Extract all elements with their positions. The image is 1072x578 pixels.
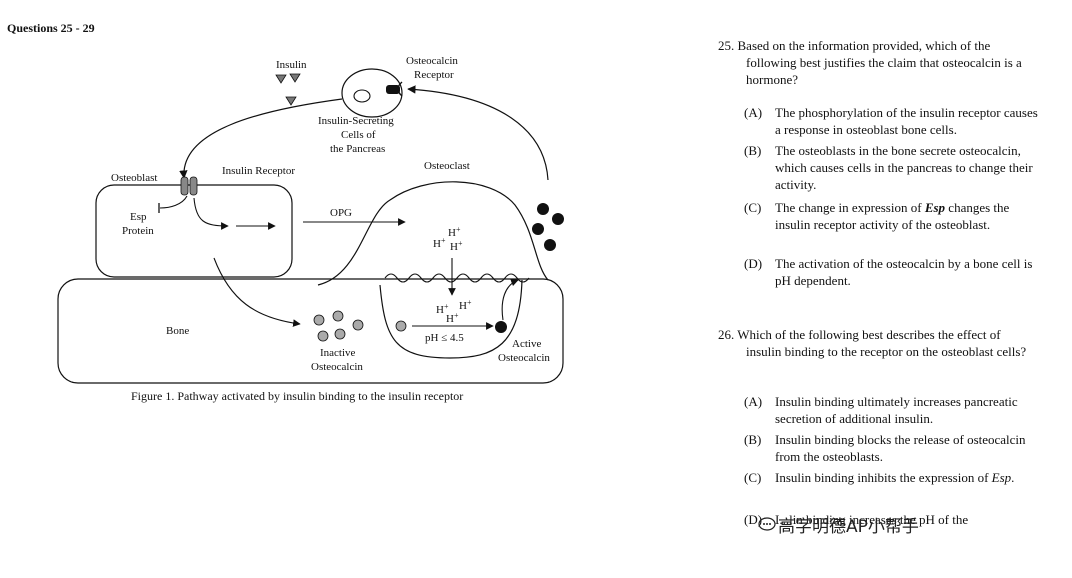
active-osteocalcin-dot	[552, 213, 564, 225]
question-stem: Which of the following best describes th…	[737, 327, 1027, 359]
label-inactive-osteocalcin: Osteocalcin	[311, 361, 363, 373]
question-number: 26.	[718, 327, 735, 342]
option-26-d[interactable]: (D) I...lin binding increases the pH of …	[744, 511, 1044, 528]
watermark-brand: 高字明德AP小帮手	[778, 517, 919, 537]
label-pancreas-cells: Insulin-Secreting	[318, 115, 394, 127]
option-letter: (C)	[744, 200, 762, 215]
option-text: The change in expression of Esp changes …	[775, 200, 1010, 232]
inactive-osteocalcin-dot	[313, 314, 325, 326]
option-letter: (D)	[744, 256, 763, 271]
insulin-triangle-icon	[285, 96, 297, 106]
option-letter: (B)	[744, 143, 762, 158]
label-esp: Protein	[122, 225, 154, 237]
label-osteocalcin-receptor: Receptor	[414, 69, 454, 81]
label-osteocalcin-receptor: Osteocalcin	[406, 55, 458, 67]
option-26-b[interactable]: (B) Insulin binding blocks the release o…	[744, 431, 1044, 465]
option-text: The activation of the osteocalcin by a b…	[775, 256, 1033, 288]
active-osteocalcin-dot	[532, 223, 544, 235]
inactive-osteocalcin-dot	[332, 310, 344, 322]
option-text: Insulin binding ultimately increases pan…	[775, 394, 1018, 426]
bone-region	[57, 278, 564, 384]
ruffled-border	[384, 273, 530, 283]
inactive-osteocalcin-dot	[317, 330, 329, 342]
option-25-b[interactable]: (B) The osteoblasts in the bone secrete …	[744, 142, 1044, 193]
option-text: The osteoblasts in the bone secrete oste…	[775, 143, 1033, 192]
option-text: Insulin binding inhibits the expression …	[775, 470, 1015, 485]
option-text: The phosphorylation of the insulin recep…	[775, 105, 1038, 137]
label-pancreas-cells: the Pancreas	[330, 143, 385, 155]
figure-caption: Figure 1. Pathway activated by insulin b…	[131, 389, 464, 403]
section-header: Questions 25 - 29	[7, 21, 95, 35]
label-opg: OPG	[330, 207, 352, 219]
option-text: Insulin binding blocks the release of os…	[775, 432, 1026, 464]
question-26: 26. Which of the following best describe…	[718, 326, 1038, 360]
inactive-osteocalcin-dot	[352, 319, 364, 331]
label-osteoclast: Osteoclast	[424, 160, 470, 172]
option-text: I...lin binding increases the pH of the	[775, 512, 969, 527]
resorption-pit	[379, 279, 523, 359]
question-stem: Based on the information provided, which…	[737, 38, 1022, 87]
option-25-c[interactable]: (C) The change in expression of Esp chan…	[744, 199, 1044, 233]
label-esp: Esp	[130, 211, 147, 223]
insulin-triangle-icon	[275, 74, 287, 84]
osteocalcin-receptor-icon	[386, 85, 400, 94]
label-ph: pH ≤ 4.5	[425, 332, 464, 344]
osteoclast-cell	[317, 181, 549, 286]
label-active-osteocalcin: Osteocalcin	[498, 352, 550, 364]
label-pancreas-cells: Cells of	[341, 129, 376, 141]
label-insulin-receptor: Insulin Receptor	[222, 165, 295, 177]
option-25-a[interactable]: (A) The phosphorylation of the insulin r…	[744, 104, 1044, 138]
option-25-d[interactable]: (D) The activation of the osteocalcin by…	[744, 255, 1044, 289]
label-proton: H+	[450, 239, 463, 253]
insulin-triangle-icon	[289, 73, 301, 83]
pancreas-cell	[341, 68, 403, 118]
label-proton: H+	[436, 302, 449, 316]
label-proton: H+	[433, 236, 446, 250]
active-osteocalcin-dot	[537, 203, 549, 215]
option-letter: (A)	[744, 105, 763, 120]
chat-bubble-icon	[758, 517, 776, 531]
option-letter: (A)	[744, 394, 763, 409]
label-osteoblast: Osteoblast	[111, 172, 157, 184]
insulin-receptor-icon	[180, 176, 189, 196]
label-active-osteocalcin: Active	[512, 338, 541, 350]
option-letter: (B)	[744, 432, 762, 447]
inactive-osteocalcin-dot	[395, 320, 407, 332]
pancreas-nucleus	[353, 89, 371, 103]
option-26-c[interactable]: (C) Insulin binding inhibits the express…	[744, 469, 1044, 486]
label-proton: H+	[448, 225, 461, 239]
label-insulin: Insulin	[276, 59, 307, 71]
option-letter: (C)	[744, 470, 762, 485]
label-proton: H+	[446, 311, 459, 325]
label-proton: H+	[459, 298, 472, 312]
inactive-osteocalcin-dot	[334, 328, 346, 340]
option-26-a[interactable]: (A) Insulin binding ultimately increases…	[744, 393, 1044, 427]
question-25: 25. Based on the information provided, w…	[718, 37, 1038, 88]
active-osteocalcin-dot	[495, 321, 507, 333]
label-inactive-osteocalcin: Inactive	[320, 347, 356, 359]
question-number: 25.	[718, 38, 735, 53]
option-letter: (D)	[744, 512, 763, 527]
label-bone: Bone	[166, 325, 189, 337]
active-osteocalcin-dot	[544, 239, 556, 251]
